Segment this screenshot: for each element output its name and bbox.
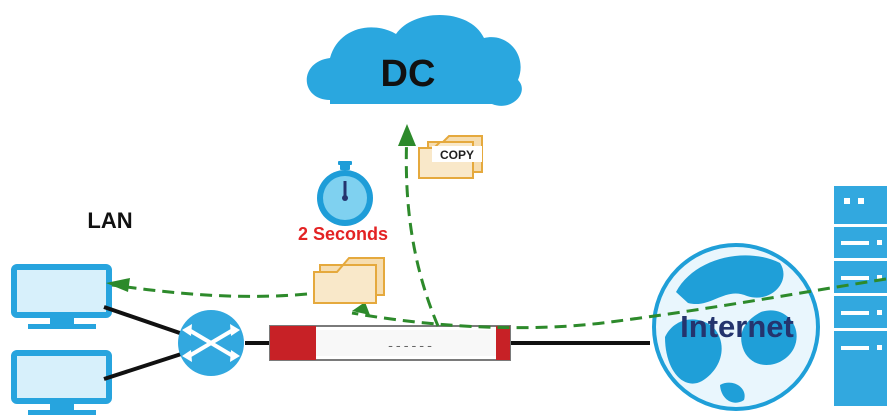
timer-label: 2 Seconds xyxy=(298,224,388,244)
monitor-icon xyxy=(11,264,112,329)
lan-label: LAN xyxy=(87,208,132,233)
copy-label: COPY xyxy=(440,148,474,162)
switch-icon xyxy=(178,310,244,376)
firewall-device: ------ xyxy=(269,325,511,361)
firewall-dots: ------ xyxy=(387,339,434,354)
internet-globe: Internet xyxy=(652,243,820,411)
dc-cloud: DC xyxy=(306,14,522,106)
internet-label: Internet xyxy=(680,309,794,344)
stopwatch-icon xyxy=(317,161,373,226)
server-icon xyxy=(834,186,887,406)
data-flow-arrows xyxy=(106,124,887,330)
copy-folder-icon: COPY xyxy=(418,135,483,179)
folder-icon xyxy=(313,257,385,304)
cloud-label: DC xyxy=(381,53,436,95)
monitor-icon xyxy=(11,350,112,415)
